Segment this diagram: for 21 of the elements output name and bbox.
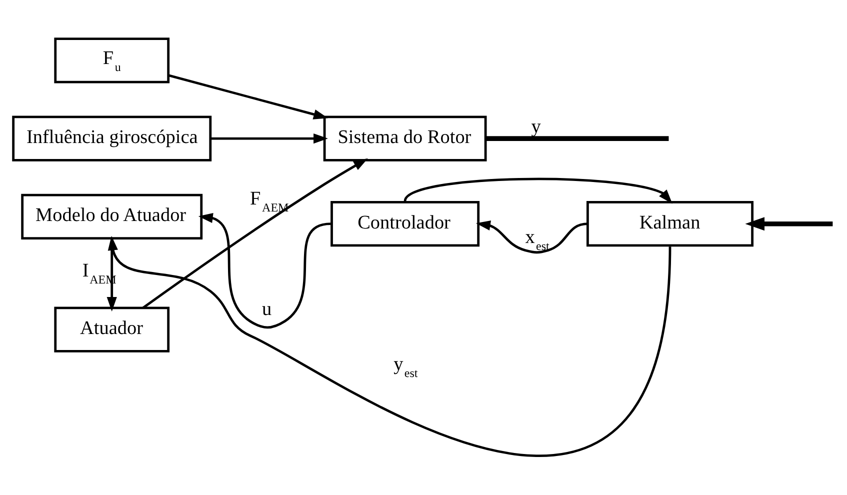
arrow xyxy=(106,238,117,312)
arrow xyxy=(198,212,331,329)
edge-label: y$_{est}$ xyxy=(394,354,418,380)
node-box: F$_{u}$ xyxy=(54,38,170,84)
arrow xyxy=(745,217,833,231)
arrow xyxy=(108,236,672,457)
edge-label: x$_{est}$ xyxy=(525,226,550,253)
arrow xyxy=(142,158,368,309)
connector xyxy=(486,136,669,141)
node-box: Sistema do Rotor xyxy=(323,116,487,162)
arrow xyxy=(168,74,328,120)
node-box: Atuador xyxy=(54,306,170,352)
arrow xyxy=(210,133,328,144)
arrow xyxy=(476,220,588,254)
node-box: Kalman xyxy=(586,201,754,247)
node-box: Influência giroscópica xyxy=(12,116,212,162)
node-box: Modelo do Atuador xyxy=(21,194,203,240)
edge-label: u xyxy=(262,298,272,320)
node-box: Controlador xyxy=(330,201,480,247)
arrow xyxy=(404,178,672,204)
edge-label: y xyxy=(531,116,541,138)
